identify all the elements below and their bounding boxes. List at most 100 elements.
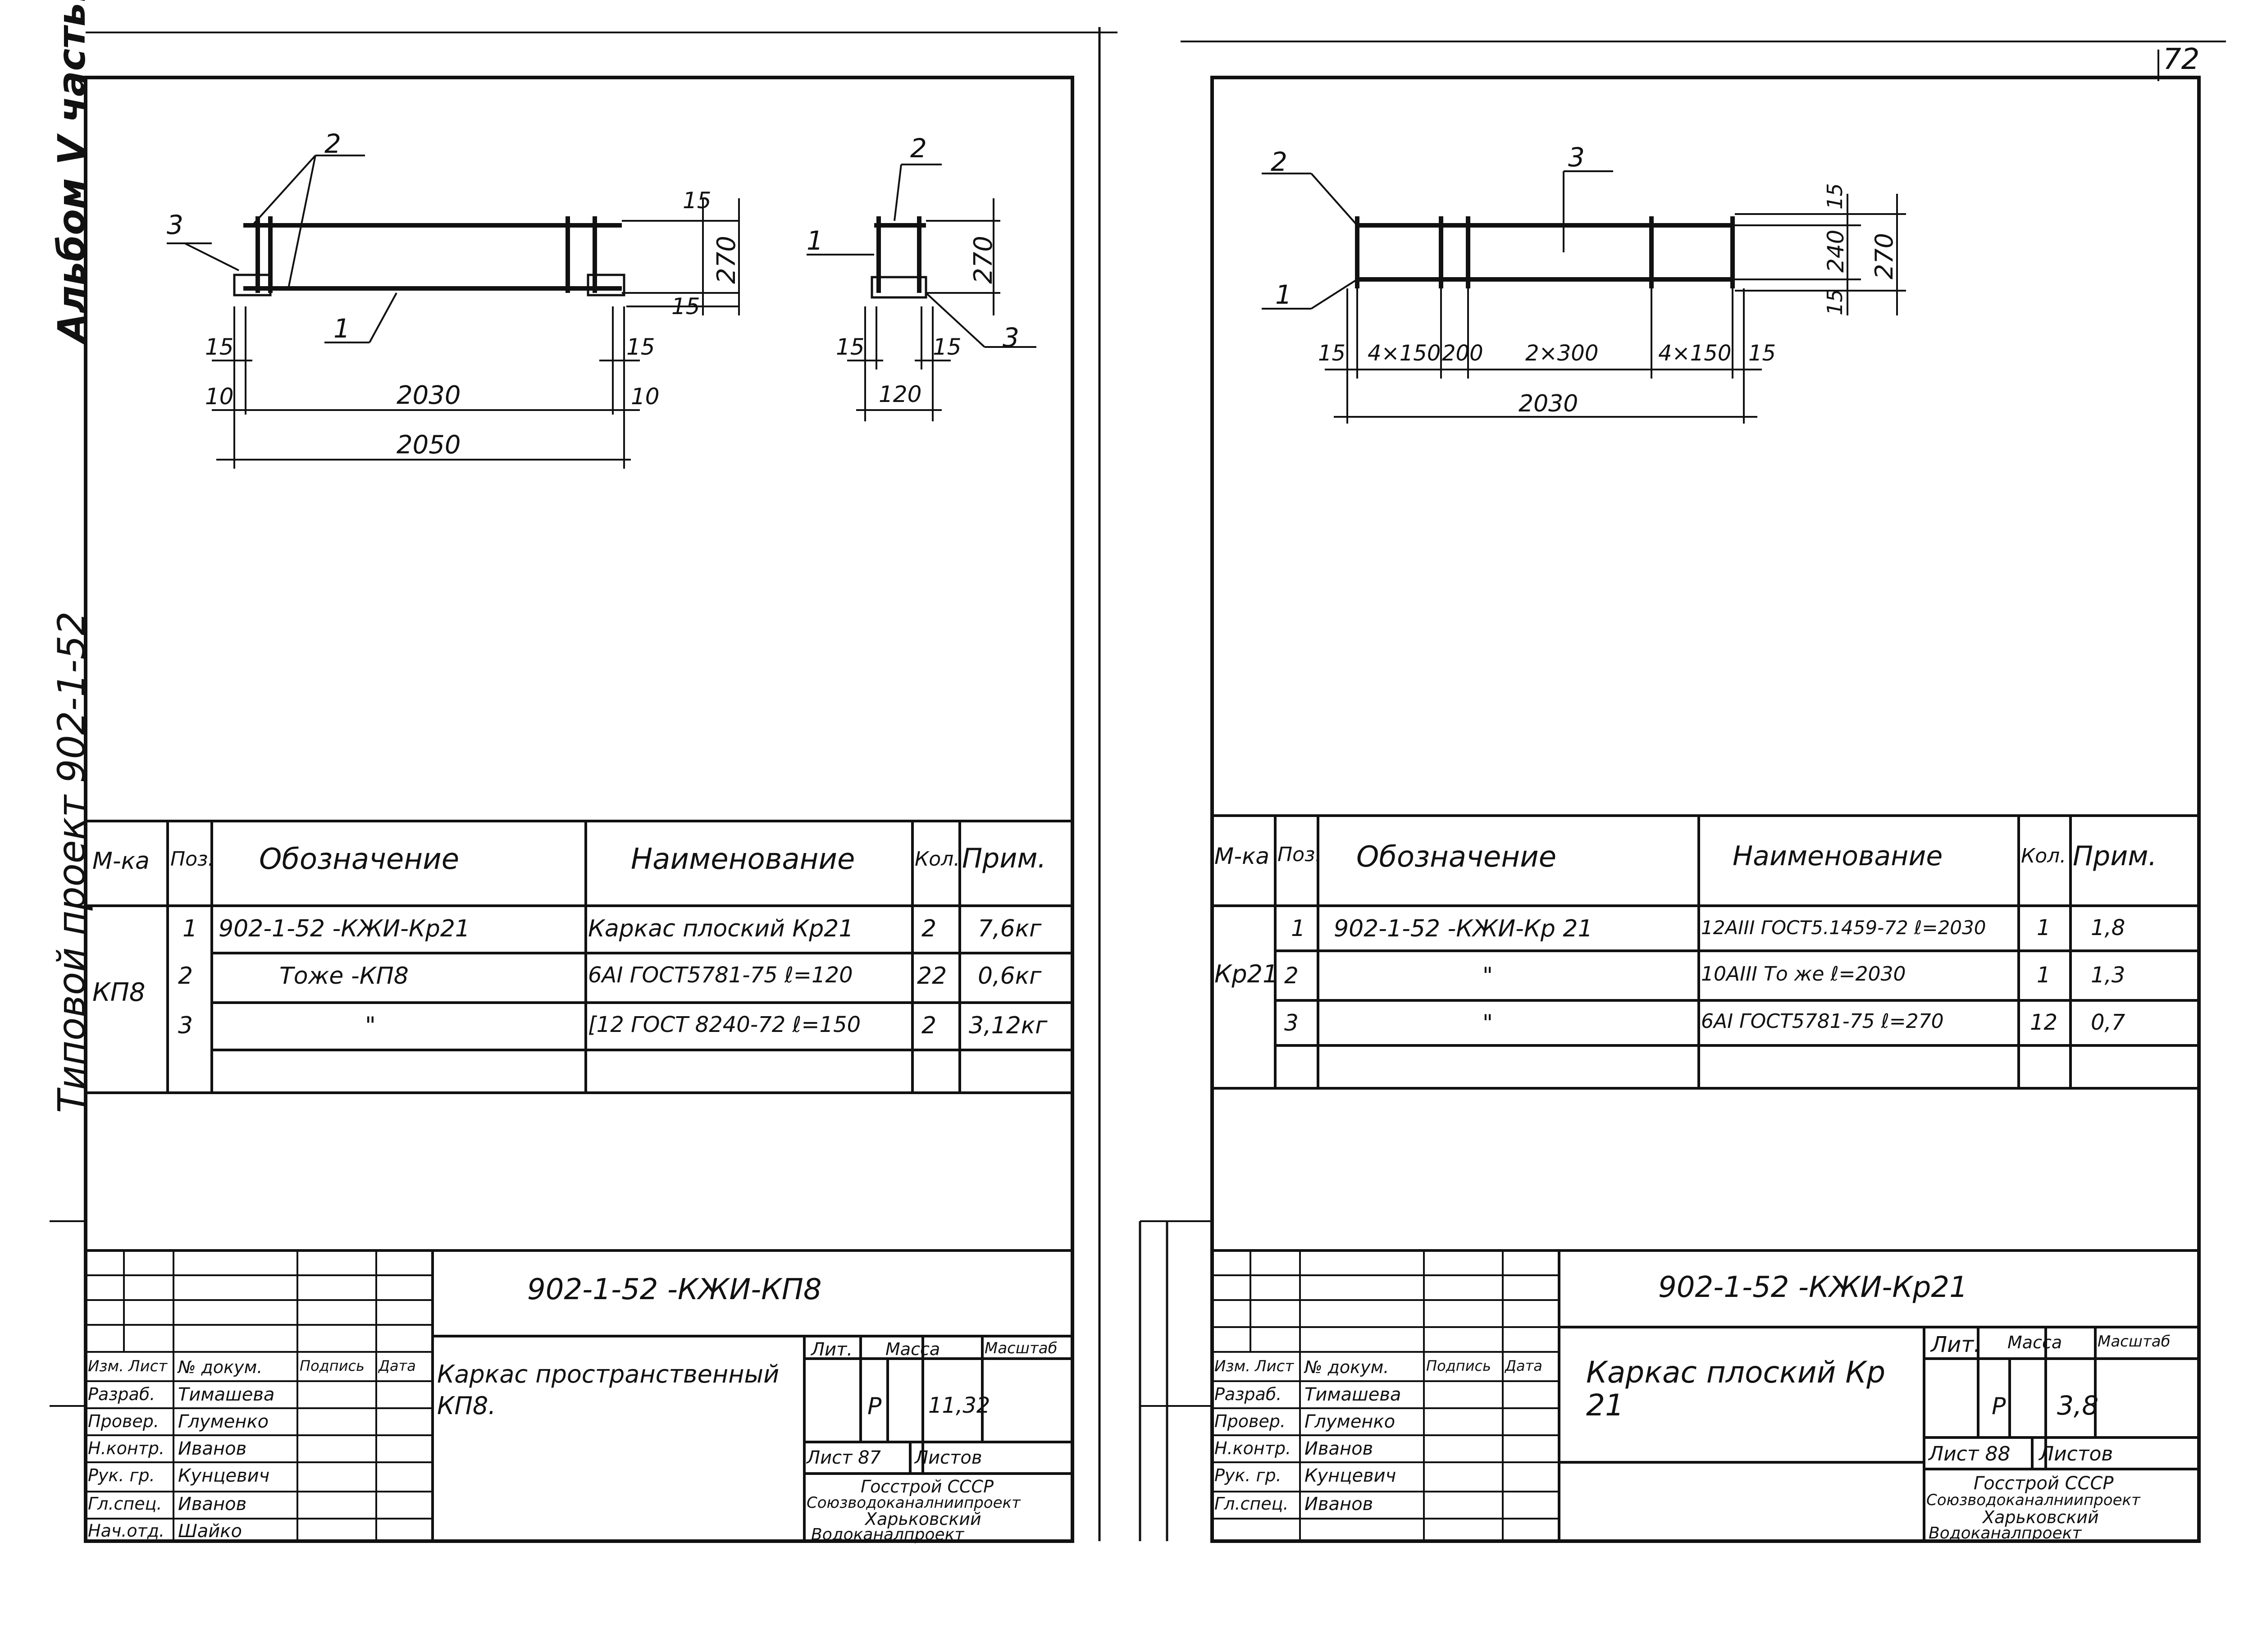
stamp-role-2: Провер. (88, 1411, 159, 1431)
stamp-name-3: Иванов (178, 1438, 247, 1459)
stamp-role-3: Н.контр. (88, 1438, 165, 1458)
spec-row-3-pos: 3 (178, 1012, 193, 1039)
section-callout-2: 2 (910, 133, 927, 164)
stamp-code: 902-1-52 -КЖИ-КП8 (527, 1273, 822, 1306)
dim-2050: 2050 (397, 430, 461, 460)
stamp-role-5: Гл.спец. (88, 1494, 162, 1514)
stamp-mass-label: Масса (885, 1339, 940, 1359)
spec-row-3-note: 3,12кг (969, 1012, 1048, 1039)
spec-row-2-note: 0,6кг (978, 963, 1042, 990)
r-seg-200: 200 (1442, 341, 1483, 366)
r-dim-15-bottom: 15 (1823, 289, 1847, 315)
section-dim-15-left: 15 (836, 334, 865, 360)
r-callout-2: 2 (1271, 146, 1287, 177)
r-stamp-title: Каркас плоский Кр 21 (1586, 1355, 1886, 1423)
r-stamp-name-2: Глуменко (1304, 1411, 1396, 1432)
spec-row-1-pos: 1 (182, 915, 198, 942)
project-caption: Типовой проект 902-1-52 (50, 611, 94, 1113)
album-caption: Альбом V часть1 (50, 0, 94, 342)
r-stamp-name-4: Кунцевич (1304, 1465, 1396, 1486)
r-spec-mark: Кр21 (1214, 960, 1278, 988)
r-stamp-role-2: Провер. (1214, 1411, 1286, 1431)
r-stamp-role-4: Рук. гр. (1214, 1465, 1282, 1485)
spec-header-designation: Обозначение (259, 843, 460, 876)
r-spec-header-note: Прим. (2073, 840, 2157, 872)
stamp-head-izm: Изм. (88, 1357, 124, 1375)
callout-3: 3 (167, 210, 183, 240)
r-spec-row-2-pos: 2 (1284, 963, 1299, 989)
r-dim-2030: 2030 (1519, 390, 1578, 417)
stamp-lit-label: Лит. (811, 1339, 853, 1360)
r-stamp-org-1: Госстрой СССР (1974, 1473, 2114, 1494)
section-dim-270: 270 (969, 236, 998, 284)
r-stamp-head-sign: Подпись (1426, 1357, 1491, 1374)
stamp-mass: 11,32 (928, 1393, 990, 1418)
r-stamp-role-5: Гл.спец. (1214, 1494, 1289, 1514)
r-spec-row-2-name: 10АIII То же ℓ=2030 (1701, 963, 1906, 986)
spec-mark: КП8 (92, 978, 146, 1007)
spec-row-3-name: [12 ГОСТ 8240-72 ℓ=150 (588, 1012, 861, 1037)
spec-header-mark: М-ка (92, 848, 150, 875)
stamp-title: Каркас пространственный КП8. (437, 1360, 780, 1420)
stamp-name-1: Тимашева (178, 1384, 275, 1405)
dim-270: 270 (712, 236, 741, 284)
section-callout-3: 3 (1003, 322, 1019, 353)
stamp-sheet: Лист 87 (807, 1447, 881, 1468)
r-stamp-code: 902-1-52 -КЖИ-Кр21 (1658, 1271, 1968, 1304)
section-callout-1: 1 (807, 225, 823, 256)
r-stamp-role-1: Разраб. (1214, 1384, 1282, 1404)
spec-header-name: Наименование (631, 843, 855, 876)
r-spec-row-3-note: 0,7 (2091, 1010, 2125, 1035)
r-stamp-mass-label: Масса (2007, 1333, 2062, 1352)
dim-15-bottom: 15 (671, 293, 700, 319)
stamp-scale-label: Масштаб (985, 1339, 1058, 1357)
r-stamp-name-3: Иванов (1304, 1438, 1373, 1459)
r-spec-row-2-qty: 1 (2037, 963, 2051, 988)
stamp-role-1: Разраб. (88, 1384, 155, 1404)
r-spec-row-3-name: 6АI ГОСТ5781-75 ℓ=270 (1701, 1010, 1944, 1033)
stamp-lit: Р (867, 1393, 882, 1420)
r-seg-4x150a: 4×150 (1368, 341, 1441, 366)
r-spec-row-3-qty: 12 (2030, 1010, 2058, 1035)
stamp-role-6: Нач.отд. (88, 1521, 165, 1541)
r-spec-row-1-name: 12АIII ГОСТ5.1459-72 ℓ=2030 (1701, 917, 1986, 939)
r-spec-header-qty: Кол. (2021, 844, 2066, 867)
spec-row-1-designation: 902-1-52 -КЖИ-Кр21 (219, 915, 470, 942)
r-spec-header-pos: Поз. (1277, 843, 1322, 866)
r-spec-row-1-designation: 902-1-52 -КЖИ-Кр 21 (1334, 915, 1593, 942)
spec-row-2-name: 6АI ГОСТ5781-75 ℓ=120 (588, 963, 853, 988)
r-spec-row-3-pos: 3 (1284, 1010, 1299, 1036)
r-seg-2x300: 2×300 (1525, 341, 1599, 366)
stamp-head-list: Лист (128, 1357, 168, 1375)
stamp-org-2: Союзводоканалниипроект (807, 1494, 1021, 1512)
stamp-head-doc: № докум. (178, 1357, 263, 1377)
section-dim-15-right: 15 (933, 334, 962, 360)
r-seg-15b: 15 (1748, 341, 1776, 366)
r-spec-row-1-note: 1,8 (2091, 915, 2125, 940)
r-stamp-name-5: Иванов (1304, 1494, 1373, 1515)
r-stamp-name-1: Тимашева (1304, 1384, 1401, 1405)
callout-2: 2 (324, 128, 341, 159)
spec-header-qty: Кол. (915, 848, 960, 871)
r-callout-3: 3 (1568, 142, 1585, 173)
r-stamp-head-date: Дата (1505, 1357, 1542, 1374)
r-stamp-sheet: Лист 88 (1929, 1442, 2011, 1465)
r-dim-240: 240 (1823, 229, 1849, 273)
stamp-org-4: Водоканалпроект (811, 1525, 964, 1544)
r-stamp-head-list: Лист (1255, 1357, 1294, 1375)
r-stamp-role-3: Н.контр. (1214, 1438, 1291, 1458)
callout-1: 1 (333, 313, 350, 344)
stamp-org-1: Госстрой СССР (861, 1477, 994, 1497)
dim-15-right: 15 (626, 334, 655, 360)
r-seg-15a: 15 (1318, 341, 1346, 366)
dim-10-right: 10 (631, 383, 660, 410)
r-spec-row-3-designation: " (1482, 1010, 1493, 1036)
r-spec-row-1-pos: 1 (1291, 915, 1305, 941)
r-spec-row-1-qty: 1 (2037, 915, 2051, 940)
stamp-role-4: Рук. гр. (88, 1465, 155, 1485)
stamp-name-6: Шайко (178, 1521, 242, 1542)
dim-15-left: 15 (205, 334, 234, 360)
r-stamp-head-doc: № докум. (1304, 1357, 1389, 1377)
stamp-sheets: Листов (915, 1447, 982, 1468)
